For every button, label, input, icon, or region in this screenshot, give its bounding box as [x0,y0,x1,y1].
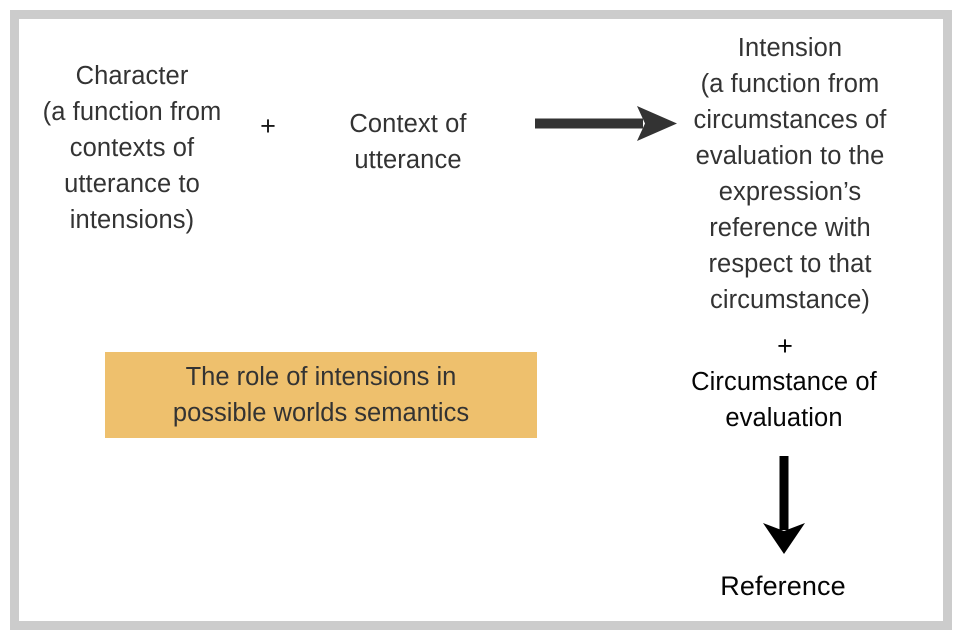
caption-box: The role of intensions in possible world… [105,352,537,438]
node-context-of-utterance: Context of utterance [349,110,467,174]
node-circumstance-of-evaluation: Circumstance of evaluation [691,368,877,432]
node-intension: Intension (a function from circumstances… [693,34,887,314]
caption-text: The role of intensions in possible world… [172,363,470,427]
operator-plus-character-context: + [260,111,276,141]
operator-plus-intension-circumstance: + [777,331,793,361]
arrow-right-icon [533,103,679,145]
node-reference: Reference [720,571,846,601]
diagram-frame [10,10,952,630]
node-character: Character (a function from contexts of u… [42,62,222,234]
arrow-down-icon [755,452,813,556]
